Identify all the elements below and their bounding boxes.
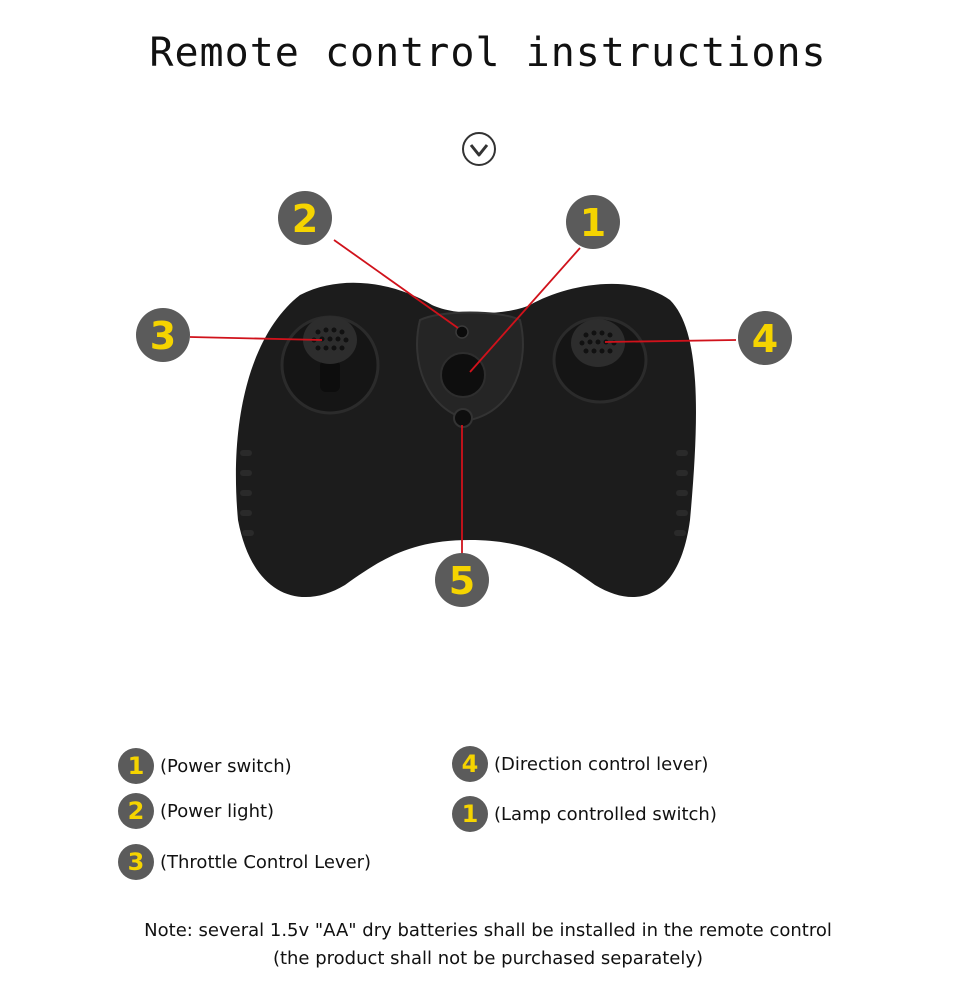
battery-note: Note: several 1.5v "AA" dry batteries sh… [144, 920, 832, 941]
right-grip-ridges [674, 450, 688, 536]
legend-badge: 4 [452, 746, 488, 782]
legend-item-lamp-switch: 1 (Lamp controlled switch) [452, 794, 717, 834]
legend-badge: 1 [452, 796, 488, 832]
power-switch [440, 352, 486, 398]
legend-item-power-light: 2 (Power light) [118, 791, 274, 831]
callout-line-1 [469, 247, 581, 373]
callout-line-4 [604, 339, 737, 343]
legend-badge: 1 [118, 748, 154, 784]
callout-lines [189, 239, 737, 555]
power-light [455, 325, 469, 339]
legend-badge: 3 [118, 844, 154, 880]
chevron-down-circle-icon [462, 132, 496, 166]
legend-badge: 2 [118, 793, 154, 829]
callout-badge-4: 4 [738, 311, 792, 365]
direction-stick-dimples [579, 330, 617, 354]
callout-number-4: 4 [752, 317, 778, 361]
page-title: Remote control instructions [149, 30, 827, 76]
legend-label: (Power light) [160, 800, 275, 822]
callout-number-5: 5 [449, 559, 475, 603]
legend-item-throttle-lever: 3 (Throttle Control Lever) [118, 842, 371, 882]
legend-label: (Power switch) [160, 755, 292, 777]
callout-badge-5: 5 [435, 553, 489, 607]
legend-item-direction-lever: 4 (Direction control lever) [452, 744, 708, 784]
callout-number-3: 3 [150, 314, 176, 358]
left-grip-ridges [240, 450, 254, 536]
callout-badge-1: 1 [566, 195, 620, 249]
legend-label: (Throttle Control Lever) [160, 851, 372, 873]
callout-line-2 [333, 239, 459, 329]
legend-label: (Direction control lever) [494, 753, 709, 775]
remote-diagram: 1 2 3 4 5 [136, 191, 792, 607]
callout-badge-3: 3 [136, 308, 190, 362]
callout-badge-2: 2 [278, 191, 332, 245]
legend-item-power-switch: 1 (Power switch) [118, 746, 292, 786]
callout-number-2: 2 [292, 197, 318, 241]
callout-line-3 [189, 336, 323, 341]
callout-number-1: 1 [580, 201, 606, 245]
throttle-stick-shaft [320, 360, 340, 392]
legend-label: (Lamp controlled switch) [494, 803, 717, 825]
battery-note-subline: (the product shall not be purchased sepa… [272, 948, 704, 969]
lamp-switch [453, 408, 473, 428]
